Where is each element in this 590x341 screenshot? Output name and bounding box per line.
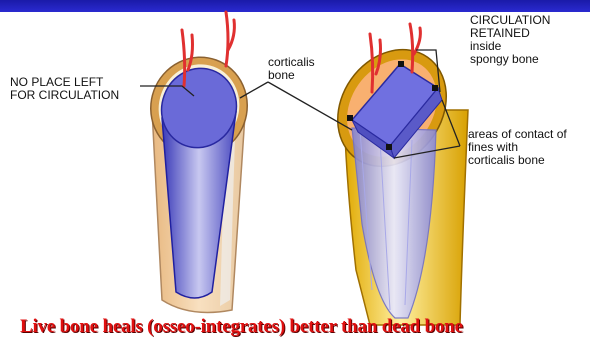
- no-place-label: NO PLACE LEFT FOR CIRCULATION: [10, 76, 119, 102]
- corticalis-bone-label: corticalis bone: [268, 56, 315, 82]
- circulation-retained-label: CIRCULATION RETAINED inside spongy bone: [470, 14, 550, 66]
- areas-contact-label: areas of contact of fines with corticali…: [468, 128, 567, 167]
- caption: Live bone heals (osseo-integrates) bette…: [20, 316, 590, 338]
